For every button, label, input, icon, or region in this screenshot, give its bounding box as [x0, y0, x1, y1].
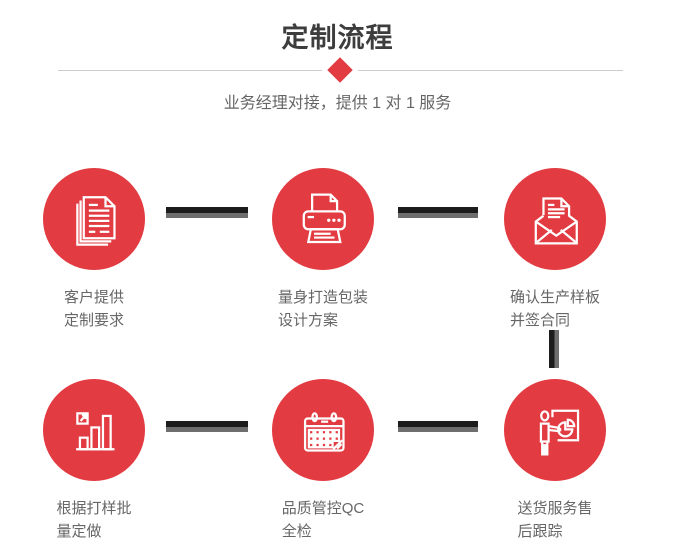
- connector-horizontal: [398, 421, 478, 432]
- subtitle: 业务经理对接，提供 1 对 1 服务: [223, 95, 452, 112]
- step-label: 送货服务售 后跟踪: [517, 500, 593, 540]
- page-title: 定制流程: [281, 23, 394, 53]
- connector-horizontal: [166, 421, 248, 432]
- step-circle: [43, 379, 145, 481]
- printer-icon: [291, 187, 355, 251]
- connector-vertical: [549, 330, 559, 368]
- diamond-icon: [321, 51, 359, 89]
- step-label: 品质管控QC 全检: [281, 500, 365, 540]
- step-item-1: 客户提供 定制要求: [4, 168, 184, 332]
- step-label: 客户提供 定制要求: [63, 289, 124, 329]
- bar-chart-icon: [62, 398, 126, 462]
- step-item-2: 量身打造包装 设计方案: [233, 168, 413, 332]
- step-item-6: 送货服务售 后跟踪: [465, 379, 645, 543]
- step-item-5: 品质管控QC 全检: [233, 379, 413, 543]
- step-item-3: 确认生产样板 并签合同: [465, 168, 645, 332]
- documents-icon: [62, 187, 126, 251]
- connector-horizontal: [166, 207, 248, 218]
- step-circle: [43, 168, 145, 270]
- connector-horizontal: [398, 207, 478, 218]
- step-circle: [504, 168, 606, 270]
- step-circle: [272, 379, 374, 481]
- step-label: 根据打样批 量定做: [56, 500, 132, 540]
- step-circle: [272, 168, 374, 270]
- step-label: 量身打造包装 设计方案: [277, 289, 368, 329]
- envelope-icon: [523, 187, 587, 251]
- step-item-4: 根据打样批 量定做: [4, 379, 184, 543]
- presenter-icon: [523, 398, 587, 462]
- step-circle: [504, 379, 606, 481]
- calendar-icon: [291, 398, 355, 462]
- step-label: 确认生产样板 并签合同: [509, 289, 600, 329]
